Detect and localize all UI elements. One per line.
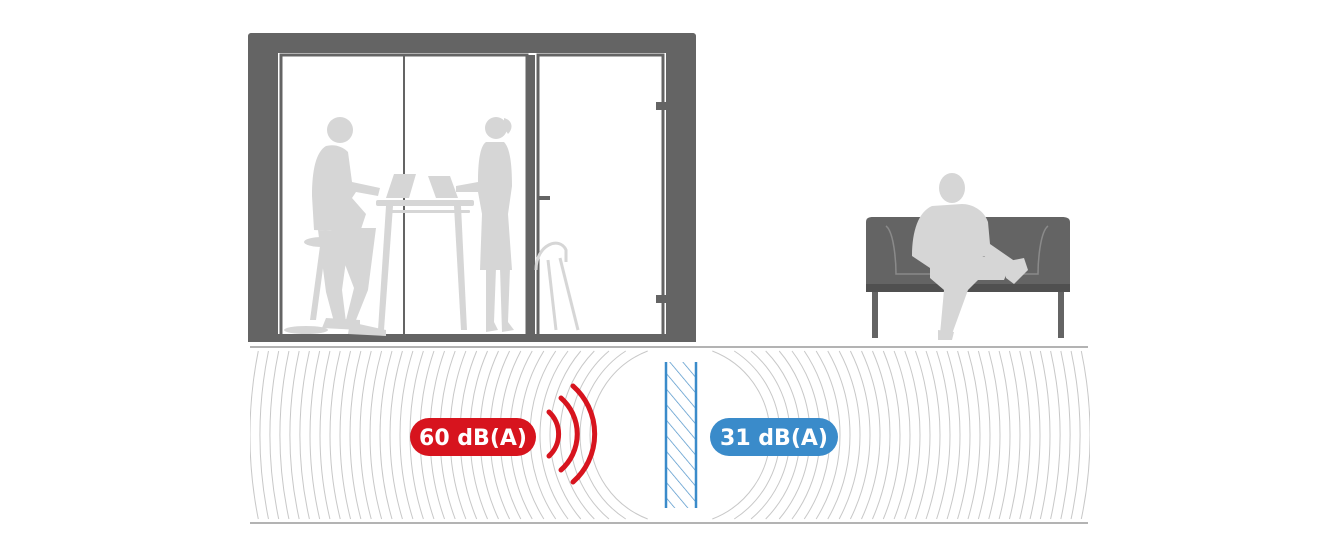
sound-wave-arc	[230, 351, 238, 519]
sound-wave-arc	[369, 350, 383, 520]
chair-silhouette	[534, 241, 580, 331]
sound-wave-arc	[977, 350, 991, 520]
sound-wave-arc	[967, 350, 981, 520]
sound-wave-arc	[1070, 350, 1081, 520]
sound-wave-arc	[815, 350, 841, 520]
sound-wave-arc	[299, 350, 310, 520]
sound-wave-arc	[409, 350, 424, 520]
sound-wave-arc	[957, 350, 971, 520]
door-hinge-top	[656, 102, 666, 110]
sound-wave-arc	[936, 350, 951, 520]
sound-wave-arc	[925, 350, 941, 520]
sound-wave-arc	[1019, 350, 1031, 520]
sound-wave-arc	[872, 350, 891, 520]
outside-level-label: 31 dB(A)	[720, 426, 828, 451]
sound-emission-icon	[546, 383, 598, 485]
booth-roof	[248, 33, 696, 53]
sound-wave-arc	[389, 350, 403, 520]
booth-right-post	[666, 33, 696, 341]
sound-wave-arc	[289, 350, 300, 520]
sound-wave-arc	[1092, 351, 1100, 519]
booth-left-post	[248, 33, 278, 341]
seated-man-silhouette	[284, 117, 386, 336]
sound-wave-arc	[309, 350, 321, 520]
sound-wave-arc	[838, 350, 861, 520]
sound-wave-arc	[349, 350, 362, 520]
sound-wave-arc	[539, 350, 569, 520]
sound-wave-arc	[319, 350, 331, 520]
sound-wave-arc	[359, 350, 372, 520]
sound-wave-arc	[1080, 350, 1090, 520]
sound-wave-arc	[569, 350, 610, 520]
sound-wave-arc	[904, 350, 921, 520]
sound-wave-arc	[339, 350, 352, 520]
sound-wave-arc	[589, 350, 648, 520]
booth-door[interactable]	[536, 53, 665, 339]
inside-level-label: 60 dB(A)	[419, 426, 527, 451]
sound-wave-arc	[210, 351, 218, 519]
sound-wave-arc	[399, 350, 414, 520]
sound-wave-arc	[279, 350, 290, 520]
sound-wave-arc	[914, 350, 931, 520]
sound-wave-arc	[220, 351, 228, 519]
sound-wave-arc	[1060, 350, 1071, 520]
door-frame-post	[527, 55, 535, 337]
standing-woman-silhouette	[456, 117, 514, 332]
wall-cross-section	[664, 362, 698, 508]
seated-man-outside-silhouette	[912, 173, 1028, 340]
outside-level-badge: 31 dB(A)	[710, 418, 838, 456]
people-inside-booth	[284, 117, 580, 336]
sound-wave-arc	[259, 350, 269, 520]
sound-wave-arc	[1132, 351, 1140, 519]
sound-wave-arc	[329, 350, 341, 520]
sound-wave-arc	[379, 350, 393, 520]
door-handle[interactable]	[538, 196, 550, 200]
sound-wave-arc	[849, 350, 871, 520]
sound-wave-arc	[1153, 351, 1160, 519]
sound-wave-arc	[1039, 350, 1051, 520]
sound-wave-arc	[190, 351, 197, 519]
inside-level-badge: 60 dB(A)	[410, 418, 536, 456]
sound-wave-arc	[1102, 351, 1110, 519]
sound-wave-arc	[1050, 350, 1061, 520]
sound-wave-arc	[946, 350, 961, 520]
sound-wave-arc	[579, 350, 627, 520]
sound-wave-arc	[1029, 350, 1041, 520]
sound-wave-arc	[1142, 351, 1150, 519]
sound-wave-arc	[861, 350, 881, 520]
sound-wave-arc	[1122, 351, 1130, 519]
sound-wave-arc	[549, 350, 582, 520]
sound-wave-arc	[988, 350, 1001, 520]
sound-wave-arc	[269, 350, 280, 520]
sound-wave-arc	[250, 350, 259, 520]
standing-desk	[376, 174, 474, 330]
sound-wave-arc	[998, 350, 1011, 520]
sound-wave-arc	[1163, 351, 1170, 519]
sound-wave-arc	[200, 351, 207, 519]
sound-wave-arc	[1008, 350, 1021, 520]
sound-wave-arc	[1112, 351, 1120, 519]
door-hinge-bottom	[656, 295, 666, 303]
phone-booth	[248, 33, 696, 342]
sound-wave-arc	[882, 350, 901, 520]
sound-wave-arc	[893, 350, 911, 520]
sound-wave-arc	[240, 351, 248, 519]
sound-wave-arc	[827, 350, 851, 520]
